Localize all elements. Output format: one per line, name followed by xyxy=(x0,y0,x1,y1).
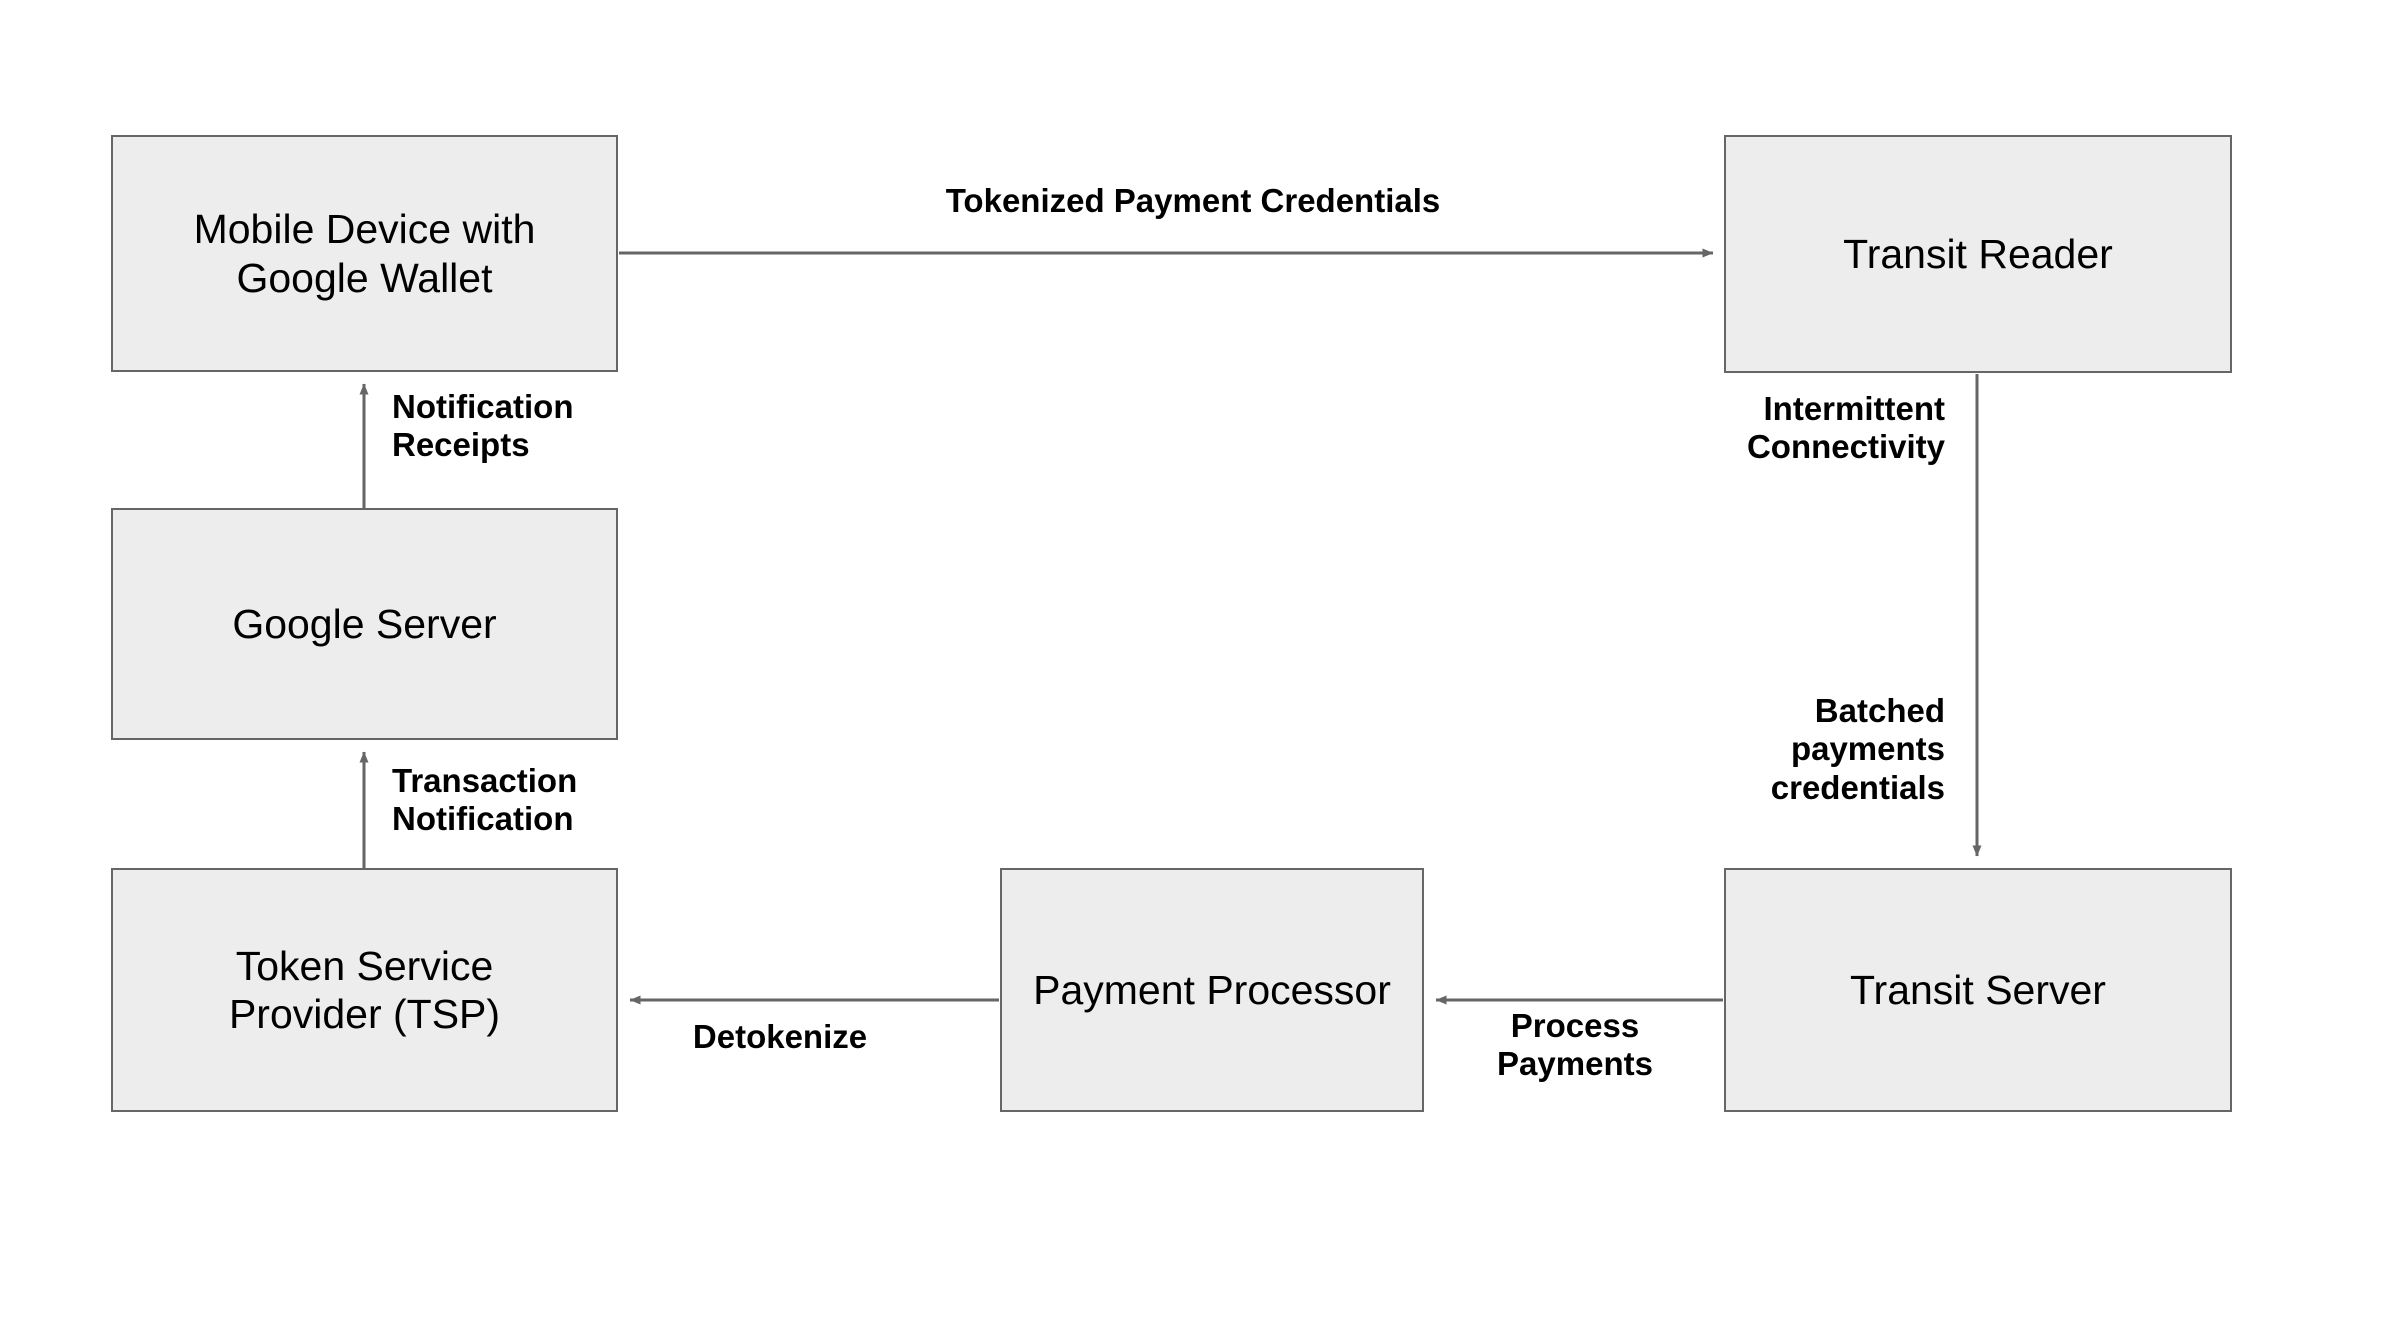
edge-label-transaction-notification: Transaction Notification xyxy=(392,762,578,838)
node-label-transit-server: Transit Server xyxy=(1850,966,2106,1013)
node-google-server[interactable]: Google Server xyxy=(111,508,618,740)
node-label-token-service-provider: Token Service Provider (TSP) xyxy=(228,942,501,1037)
node-transit-reader[interactable]: Transit Reader xyxy=(1724,135,2232,373)
edge-label-detokenize: Detokenize xyxy=(692,1018,868,1055)
node-label-payment-processor: Payment Processor xyxy=(1033,966,1391,1013)
edge-label-process-payments: Process Payments xyxy=(1497,1007,1653,1083)
node-transit-server[interactable]: Transit Server xyxy=(1724,868,2232,1112)
node-label-google-server: Google Server xyxy=(232,600,497,647)
edge-label-batched-payments-credentials: Batched payments credentials xyxy=(1770,692,1945,806)
node-label-transit-reader: Transit Reader xyxy=(1843,230,2113,277)
node-mobile-device[interactable]: Mobile Device with Google Wallet xyxy=(111,135,618,372)
node-payment-processor[interactable]: Payment Processor xyxy=(1000,868,1424,1112)
node-label-mobile-device: Mobile Device with Google Wallet xyxy=(193,206,536,301)
edge-label-notification-receipts: Notification Receipts xyxy=(392,388,574,464)
edge-label-intermittent-connectivity: Intermittent Connectivity xyxy=(1746,390,1945,466)
edge-label-tokenized-payment-credentials: Tokenized Payment Credentials xyxy=(945,182,1441,219)
node-token-service-provider[interactable]: Token Service Provider (TSP) xyxy=(111,868,618,1112)
